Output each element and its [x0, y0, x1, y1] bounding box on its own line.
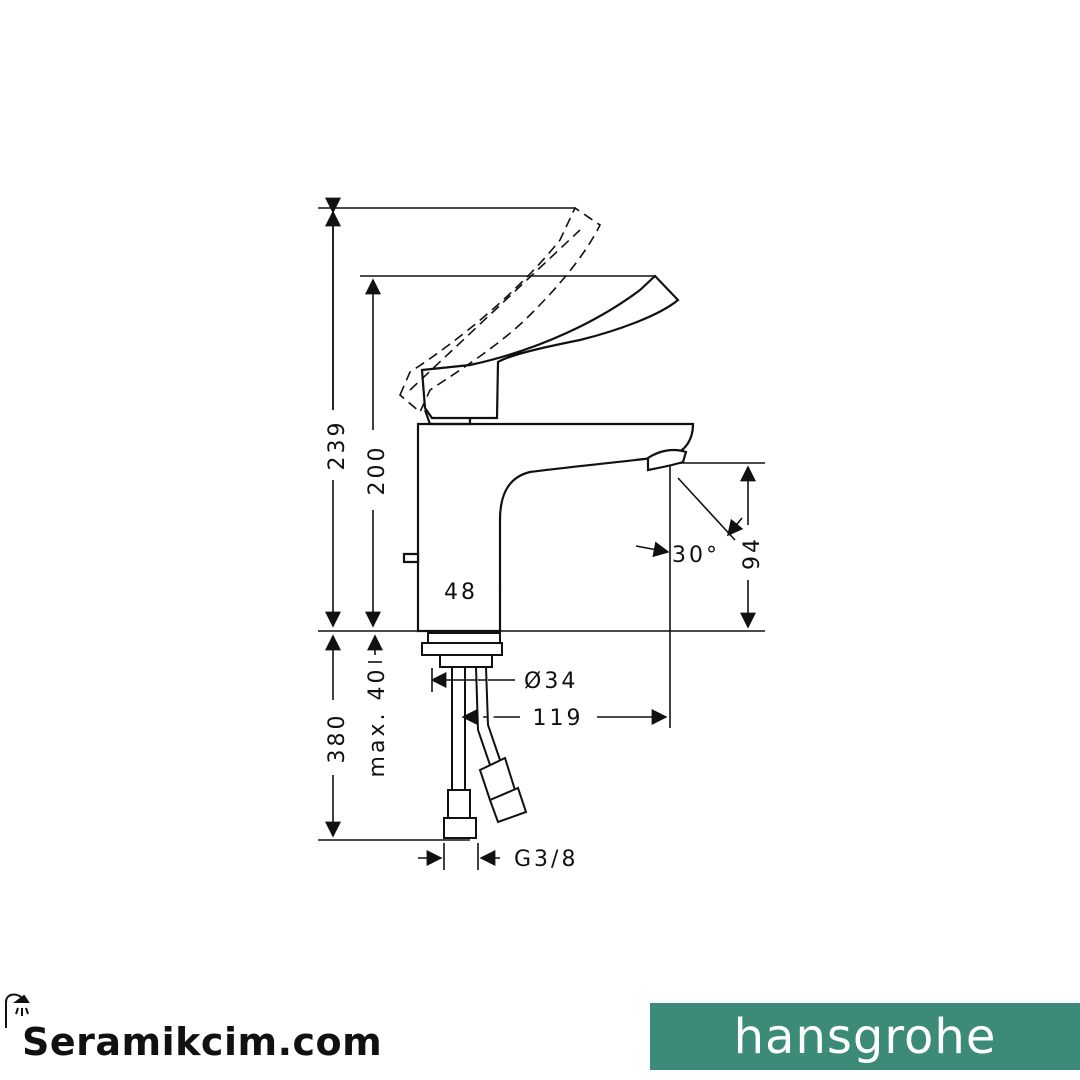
dim-239: 239 — [325, 420, 350, 471]
angle-arrow-left — [635, 541, 670, 558]
faucet-body — [402, 274, 695, 633]
logo-text: hansgrohe — [733, 1008, 997, 1065]
dim-380: 380 — [325, 713, 350, 764]
angle-arrow-right — [726, 517, 744, 537]
dim-48: 48 — [444, 580, 478, 605]
dim-thread: G3/8 — [514, 847, 578, 872]
handle-raised-outline — [399, 206, 602, 414]
dim-119: 119 — [533, 706, 584, 731]
retailer-name: Seramikcim.com — [22, 1020, 383, 1064]
angle-line — [677, 477, 736, 541]
dim-max40: max. 40 — [365, 667, 390, 778]
hansgrohe-logo: hansgrohe — [650, 1003, 1080, 1070]
shower-icon — [5, 993, 30, 1028]
shank-assembly — [421, 632, 528, 839]
dim-200: 200 — [365, 445, 390, 496]
dim-94: 94 — [740, 536, 765, 570]
dim-d34: Ø34 — [524, 669, 578, 694]
dim-angle: 30° — [672, 543, 720, 568]
